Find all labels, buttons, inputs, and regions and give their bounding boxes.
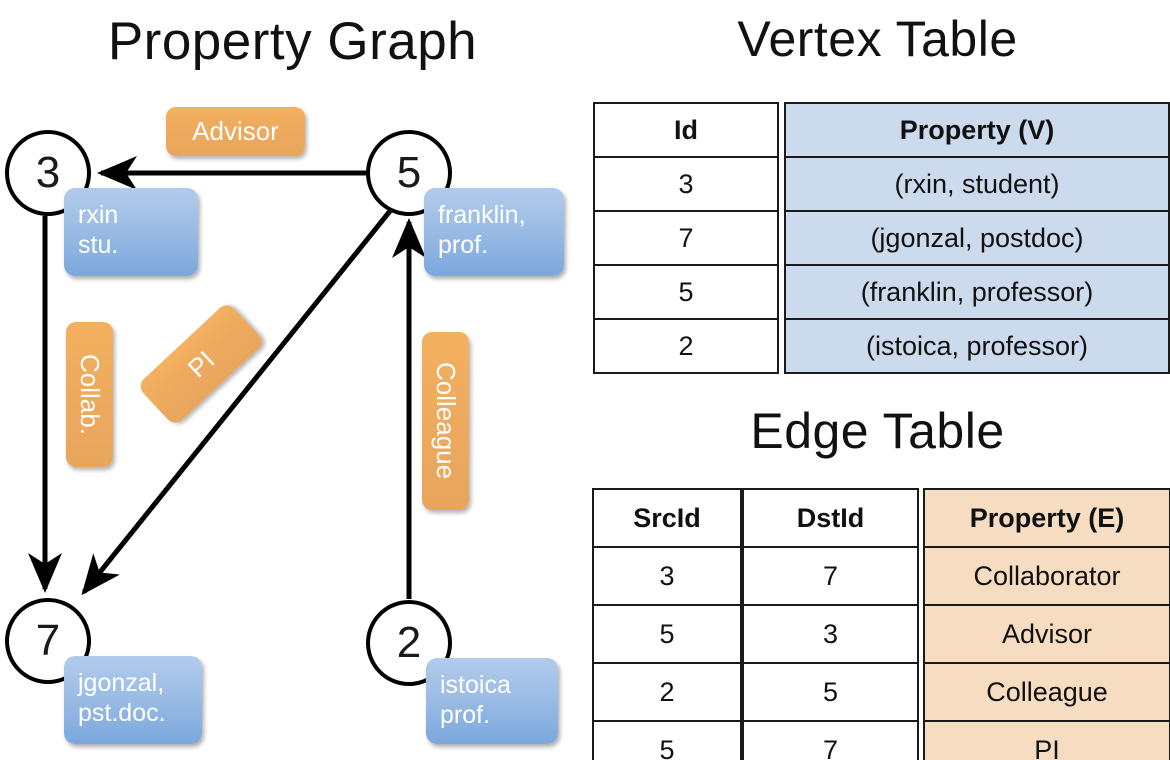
graph-node-2[interactable]: 2: [366, 600, 452, 686]
table-row: (rxin, student): [784, 156, 1170, 212]
edge-table: SrcId 3 5 2 5 DstId 7 3 5 7 Property (E)…: [592, 488, 1170, 760]
vertex-property-franklin-line2: prof.: [438, 231, 489, 259]
edge-label-colleague-text: Colleague: [431, 362, 461, 480]
vertex-property-istoica-line2: prof.: [440, 701, 491, 729]
edge-pi-line: [81, 209, 392, 596]
table-row: 5: [742, 662, 919, 722]
edge-label-collab[interactable]: Collab.: [66, 322, 113, 467]
graph-node-5-label: 5: [396, 148, 422, 197]
table-row: 2: [592, 662, 742, 722]
vertex-property-istoica-line1: istoica: [440, 671, 511, 699]
vertex-property-box-jgonzal[interactable]: jgonzal, pst.doc.: [64, 656, 202, 744]
vertex-table-header-property: Property (V): [784, 102, 1170, 158]
vertex-property-jgonzal-line2: pst.doc.: [78, 699, 166, 727]
vertex-table-header-id: Id: [593, 102, 779, 158]
table-row: 3: [592, 546, 742, 606]
edge-label-collab-text: Collab.: [75, 354, 105, 435]
table-row: (istoica, professor): [784, 318, 1170, 374]
graph-edge-lines: [28, 156, 426, 599]
graph-node-7-label: 7: [35, 616, 61, 665]
graph-node-3-label: 3: [35, 148, 61, 197]
table-row: PI: [923, 720, 1170, 760]
table-row: Advisor: [923, 604, 1170, 664]
edge-label-colleague[interactable]: Colleague: [422, 332, 469, 510]
vertex-property-box-istoica[interactable]: istoica prof.: [426, 658, 558, 744]
page-title-edge-table: Edge Table: [750, 403, 1005, 459]
page-title-property-graph: Property Graph: [107, 12, 478, 71]
edge-table-column-property: Property (E) Collaborator Advisor Collea…: [923, 488, 1170, 760]
table-row: 7: [742, 546, 919, 606]
vertex-table: Id 3 7 5 2 Property (V) (rxin, student) …: [593, 102, 1170, 374]
edge-table-header-srcid: SrcId: [592, 488, 742, 548]
vertex-property-rxin-line2: stu.: [78, 231, 119, 259]
table-row: 7: [742, 720, 919, 760]
edge-table-header-property: Property (E): [923, 488, 1170, 548]
table-row: Collaborator: [923, 546, 1170, 606]
vertex-property-jgonzal-line1: jgonzal,: [78, 669, 165, 697]
table-row: 7: [593, 210, 779, 266]
vertex-property-franklin-line1: franklin,: [438, 201, 526, 229]
edge-label-pi-text: PI: [181, 344, 220, 383]
vertex-property-box-franklin[interactable]: franklin, prof.: [424, 188, 564, 276]
table-row: (franklin, professor): [784, 264, 1170, 320]
vertex-property-rxin-line1: rxin: [78, 201, 119, 229]
property-graph-panel: Property Graph 3 5 7: [5, 12, 564, 744]
graph-node-2-label: 2: [396, 618, 422, 667]
edge-label-advisor[interactable]: Advisor: [166, 107, 305, 156]
table-row: 5: [593, 264, 779, 320]
vertex-table-column-id: Id 3 7 5 2: [593, 102, 779, 374]
edge-table-column-dstid: DstId 7 3 5 7: [742, 488, 919, 760]
table-row: (jgonzal, postdoc): [784, 210, 1170, 266]
edge-table-header-dstid: DstId: [742, 488, 919, 548]
table-row: 3: [593, 156, 779, 212]
graph-node-5[interactable]: 5: [366, 130, 452, 216]
table-row: 3: [742, 604, 919, 664]
page-title-vertex-table: Vertex Table: [737, 11, 1018, 67]
vertex-property-box-rxin[interactable]: rxin stu.: [64, 188, 198, 276]
table-row: 5: [592, 720, 742, 760]
table-row: 2: [593, 318, 779, 374]
table-row: Colleague: [923, 662, 1170, 722]
edge-table-column-srcid: SrcId 3 5 2 5: [592, 488, 742, 760]
edge-label-advisor-text: Advisor: [192, 116, 279, 146]
vertex-table-column-property: Property (V) (rxin, student) (jgonzal, p…: [784, 102, 1170, 374]
table-row: 5: [592, 604, 742, 664]
